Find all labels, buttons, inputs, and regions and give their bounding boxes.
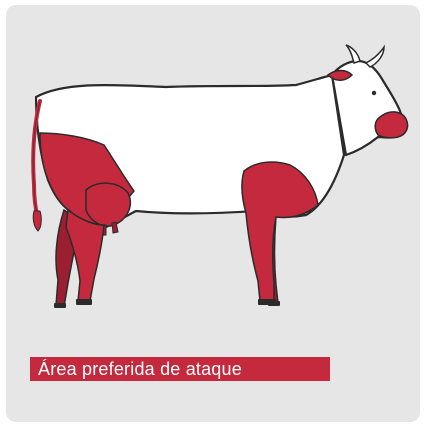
- legend-badge: Área preferida de ataque: [30, 357, 330, 381]
- legend-label: Área preferida de ataque: [38, 359, 242, 379]
- hoof: [54, 303, 66, 308]
- udder: [85, 182, 132, 227]
- foreleg-attack-area: [241, 161, 319, 302]
- horn: [364, 44, 385, 68]
- infographic-card: Área preferida de ataque: [6, 5, 420, 422]
- cow-illustration: [31, 44, 409, 308]
- hind-leg: [65, 208, 105, 302]
- teat: [111, 221, 119, 234]
- hoof: [76, 299, 92, 305]
- ear: [326, 69, 354, 81]
- hoof: [268, 301, 280, 306]
- tail: [32, 100, 41, 220]
- horn: [345, 44, 361, 64]
- eye: [371, 90, 377, 96]
- muzzle-attack-area: [374, 111, 409, 139]
- tail-tuft: [32, 210, 42, 232]
